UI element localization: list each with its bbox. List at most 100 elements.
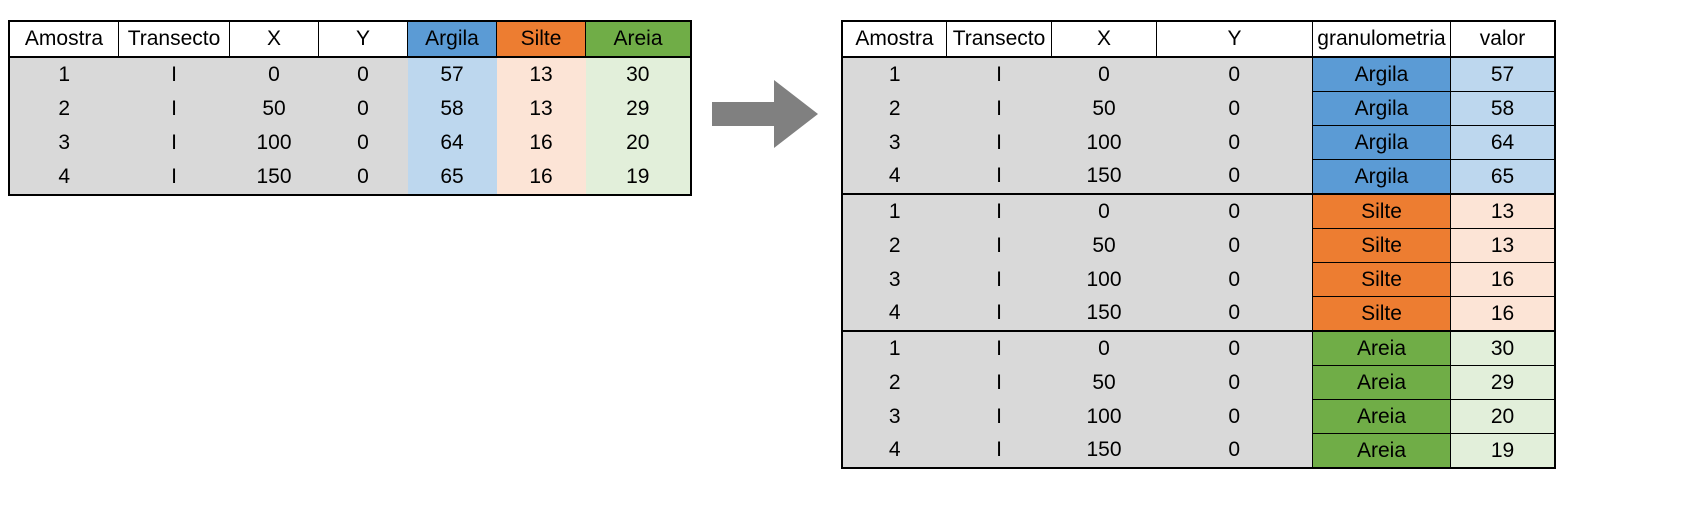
transecto-cell: I xyxy=(118,126,230,160)
y-cell: 0 xyxy=(1156,296,1313,331)
valor-cell: 13 xyxy=(1450,193,1556,229)
transecto-cell: I xyxy=(946,91,1052,126)
valor-cell: 30 xyxy=(1450,330,1556,366)
amostra-cell: 3 xyxy=(842,125,947,160)
transecto-cell: I xyxy=(946,159,1052,194)
transecto-cell: I xyxy=(118,92,230,126)
wide-header-row: Amostra Transecto X Y Argila Silte Areia xyxy=(8,20,692,58)
argila-cell: 65 xyxy=(407,160,497,195)
x-cell: 50 xyxy=(1051,91,1157,126)
header-transecto: Transecto xyxy=(118,20,230,58)
valor-cell: 13 xyxy=(1450,228,1556,263)
granulometria-cell: Argila xyxy=(1312,56,1451,92)
x-cell: 100 xyxy=(1051,125,1157,160)
x-cell: 150 xyxy=(1051,159,1157,194)
granulometria-cell: Areia xyxy=(1312,330,1451,366)
areia-cell: 20 xyxy=(585,126,691,160)
y-cell: 0 xyxy=(318,126,408,160)
transecto-cell: I xyxy=(118,160,230,195)
valor-cell: 64 xyxy=(1450,125,1556,160)
x-cell: 100 xyxy=(1051,262,1157,297)
transecto-cell: I xyxy=(946,228,1052,263)
x-cell: 50 xyxy=(1051,365,1157,400)
header-y: Y xyxy=(318,20,408,58)
x-cell: 150 xyxy=(1051,433,1157,468)
granulometria-cell: Argila xyxy=(1312,91,1451,126)
silte-cell: 13 xyxy=(496,92,586,126)
areia-cell: 30 xyxy=(585,57,691,92)
header-areia: Areia xyxy=(585,20,692,58)
header-silte: Silte xyxy=(496,20,586,58)
y-cell: 0 xyxy=(1156,57,1313,92)
granulometria-cell: Areia xyxy=(1312,365,1451,400)
y-cell: 0 xyxy=(1156,125,1313,160)
header-y: Y xyxy=(1156,20,1313,58)
transecto-cell: I xyxy=(946,365,1052,400)
amostra-cell: 1 xyxy=(9,57,119,92)
silte-cell: 16 xyxy=(496,126,586,160)
amostra-cell: 4 xyxy=(9,160,119,195)
x-cell: 0 xyxy=(1051,193,1157,229)
right-arrow-icon xyxy=(712,80,818,148)
amostra-cell: 2 xyxy=(9,92,119,126)
granulometria-cell: Silte xyxy=(1312,262,1451,297)
x-cell: 50 xyxy=(1051,228,1157,263)
silte-cell: 13 xyxy=(496,57,586,92)
transecto-cell: I xyxy=(946,296,1052,331)
amostra-cell: 1 xyxy=(842,57,947,92)
y-cell: 0 xyxy=(1156,433,1313,468)
areia-cell: 19 xyxy=(585,160,691,195)
header-amostra: Amostra xyxy=(8,20,119,58)
valor-cell: 29 xyxy=(1450,365,1556,400)
y-cell: 0 xyxy=(1156,91,1313,126)
granulometria-cell: Areia xyxy=(1312,433,1451,469)
transecto-cell: I xyxy=(946,399,1052,434)
amostra-cell: 2 xyxy=(842,91,947,126)
header-argila: Argila xyxy=(407,20,497,58)
y-cell: 0 xyxy=(1156,365,1313,400)
header-valor: valor xyxy=(1450,20,1556,58)
amostra-cell: 4 xyxy=(842,433,947,468)
y-cell: 0 xyxy=(1156,399,1313,434)
argila-cell: 64 xyxy=(407,126,497,160)
transecto-cell: I xyxy=(946,433,1052,468)
y-cell: 0 xyxy=(1156,262,1313,297)
amostra-cell: 3 xyxy=(842,399,947,434)
amostra-cell: 3 xyxy=(9,126,119,160)
valor-cell: 20 xyxy=(1450,399,1556,434)
x-cell: 0 xyxy=(1051,330,1157,366)
valor-cell: 16 xyxy=(1450,296,1556,332)
amostra-cell: 4 xyxy=(842,296,947,331)
header-x: X xyxy=(1051,20,1157,58)
areia-cell: 29 xyxy=(585,92,691,126)
valor-cell: 57 xyxy=(1450,56,1556,92)
granulometria-cell: Silte xyxy=(1312,228,1451,263)
granulometria-cell: Argila xyxy=(1312,159,1451,195)
transecto-cell: I xyxy=(946,57,1052,92)
x-cell: 100 xyxy=(1051,399,1157,434)
amostra-cell: 1 xyxy=(842,193,947,229)
transecto-cell: I xyxy=(946,262,1052,297)
y-cell: 0 xyxy=(1156,159,1313,194)
amostra-cell: 4 xyxy=(842,159,947,194)
x-cell: 100 xyxy=(229,126,319,160)
transecto-cell: I xyxy=(118,57,230,92)
long-format-table: Amostra Transecto X Y granulometria valo… xyxy=(841,20,1556,469)
transecto-cell: I xyxy=(946,125,1052,160)
silte-cell: 16 xyxy=(496,160,586,195)
granulometria-cell: Silte xyxy=(1312,296,1451,332)
